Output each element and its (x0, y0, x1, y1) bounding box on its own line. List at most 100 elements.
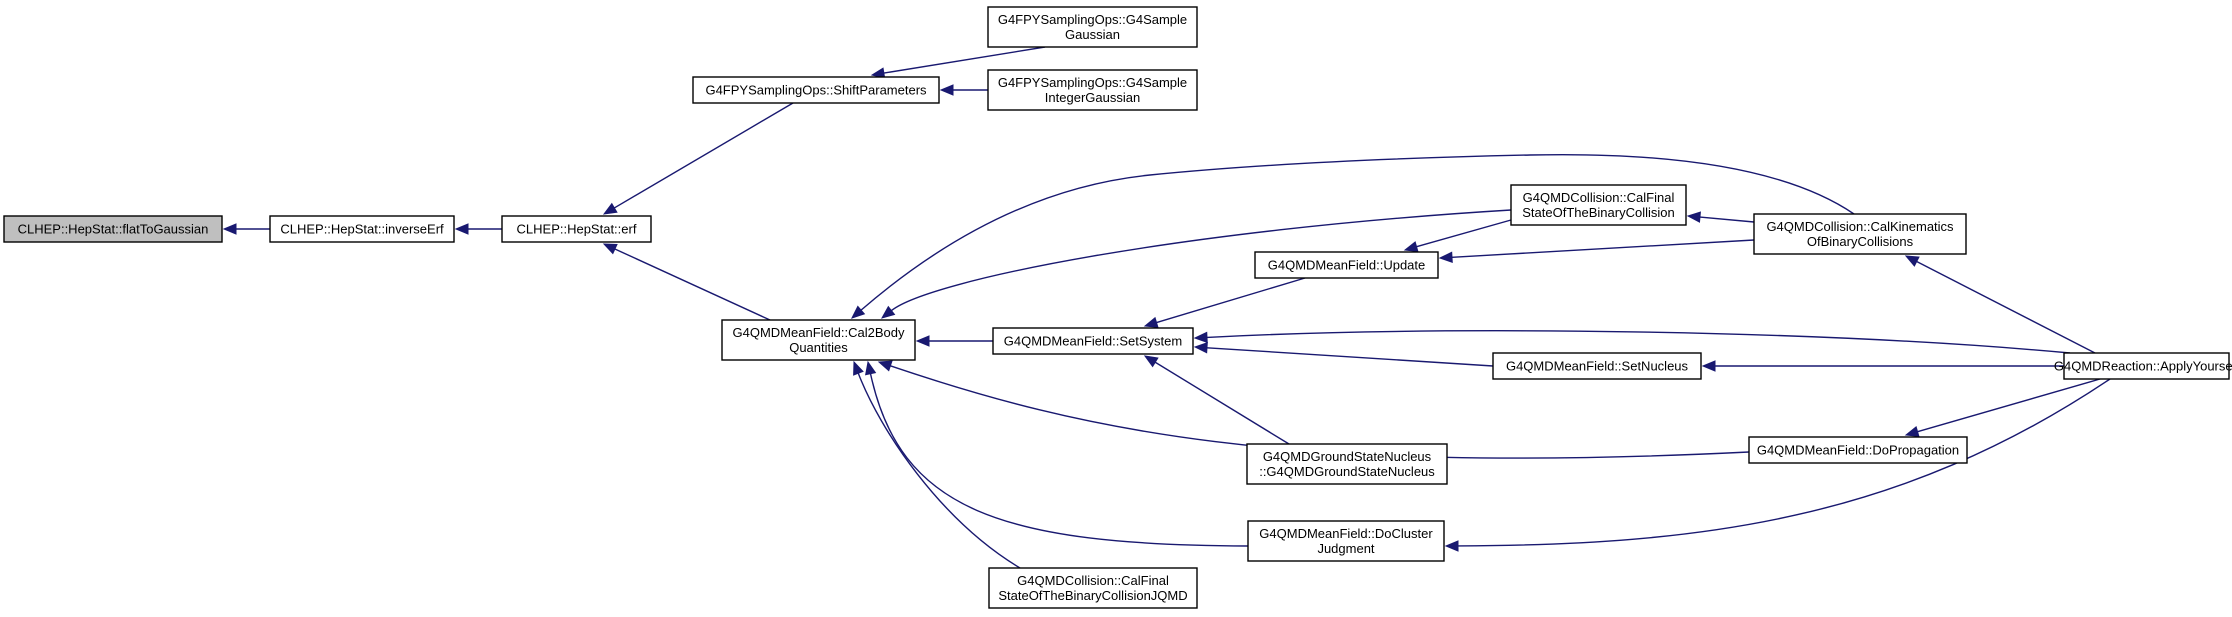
arrowhead-icon (602, 243, 618, 255)
node-box (987, 6, 1198, 48)
node-box (2063, 352, 2230, 380)
node-doPropagation[interactable]: G4QMDMeanField::DoPropagation (1748, 436, 1968, 464)
arrowhead-icon (1904, 426, 1920, 438)
node-label: ::G4QMDGroundStateNucleus (1259, 464, 1435, 479)
node-label: G4QMDMeanField::SetNucleus (1506, 359, 1689, 374)
edge-line (1916, 260, 2096, 354)
arrowhead-icon (1193, 331, 1208, 344)
node-setNucleus[interactable]: G4QMDMeanField::SetNucleus (1492, 352, 1702, 380)
node-calFinalState[interactable]: G4QMDCollision::CalFinalStateOfTheBinary… (1510, 184, 1687, 226)
node-label: G4FPYSamplingOps::ShiftParameters (705, 83, 927, 98)
node-label: G4QMDMeanField::SetSystem (1004, 334, 1182, 349)
edge-line (860, 153, 1855, 311)
node-label: G4QMDGroundStateNucleus (1263, 449, 1432, 464)
edge-line (614, 248, 771, 321)
node-label: G4FPYSamplingOps::G4Sample (998, 75, 1187, 90)
edge-applyYourself-to-setSystem (1193, 330, 2071, 354)
arrowhead-icon (602, 202, 618, 215)
edge-line (1154, 361, 1290, 445)
node-sampleIntegerGaussian[interactable]: G4FPYSamplingOps::G4SampleIntegerGaussia… (987, 69, 1198, 111)
node-box (1753, 213, 1967, 255)
node-label: G4QMDMeanField::Cal2Body (733, 325, 905, 340)
node-label: G4QMDCollision::CalFinal (1017, 573, 1169, 588)
edge-inverseErf-to-flatToGaussian (222, 223, 270, 235)
arrowhead-icon (222, 223, 237, 235)
edge-line (1416, 219, 1512, 248)
edge-applyYourself-to-doCluster (1444, 378, 2111, 552)
edge-line (1451, 239, 1755, 259)
node-inverseErf[interactable]: CLHEP::HepStat::inverseErf (269, 215, 455, 243)
arrowhead-icon (1686, 211, 1701, 223)
node-box (987, 69, 1198, 111)
node-box (3, 215, 223, 243)
edge-line (883, 46, 1046, 74)
edge-line (1206, 330, 2071, 354)
arrowhead-icon (1701, 360, 1716, 372)
arrowhead-icon (880, 305, 896, 319)
node-label: StateOfTheBinaryCollisionJQMD (998, 588, 1187, 603)
node-applyYourself[interactable]: G4QMDReaction::ApplyYourself (2054, 352, 2232, 380)
arrowhead-icon (1193, 342, 1208, 354)
node-label: CLHEP::HepStat::erf (517, 222, 637, 237)
arrowhead-icon (865, 360, 877, 376)
node-label: G4QMDCollision::CalFinal (1523, 190, 1675, 205)
edges-layer (222, 46, 2111, 569)
node-label: G4QMDMeanField::Update (1268, 258, 1426, 273)
node-label: OfBinaryCollisions (1807, 234, 1914, 249)
edge-shiftParameters-to-erf (602, 102, 794, 215)
edge-setNucleus-to-setSystem (1193, 342, 1494, 367)
edge-line (1206, 347, 1494, 367)
node-label: CLHEP::HepStat::flatToGaussian (18, 222, 209, 237)
node-label: Judgment (1317, 541, 1374, 556)
edge-line (1699, 216, 1755, 223)
arrowhead-icon (915, 335, 930, 347)
arrowhead-icon (1904, 255, 1920, 267)
arrowhead-icon (939, 84, 954, 96)
node-box (721, 319, 916, 361)
nodes-layer: CLHEP::HepStat::flatToGaussian CLHEP::Hep… (3, 6, 2232, 609)
node-calFinalStateJQMD[interactable]: G4QMDCollision::CalFinalStateOfTheBinary… (988, 567, 1198, 609)
node-box (1510, 184, 1687, 226)
edge-line (1457, 378, 2111, 547)
node-erf[interactable]: CLHEP::HepStat::erf (501, 215, 652, 243)
arrowhead-icon (454, 223, 469, 235)
edge-applyYourself-to-calKinematics (1904, 255, 2096, 354)
edge-sampleIntegerGaussian-to-shiftParameters (939, 84, 988, 96)
edge-line (869, 373, 1249, 547)
arrowhead-icon (1403, 241, 1419, 253)
node-label: Quantities (789, 340, 848, 355)
node-box (692, 76, 940, 104)
edge-line (890, 209, 1512, 312)
node-label: StateOfTheBinaryCollision (1522, 205, 1674, 220)
edge-doPropagation-to-cal2Body (877, 360, 1750, 459)
edge-calFinalState-to-cal2Body (880, 209, 1512, 319)
node-label: G4QMDMeanField::DoCluster (1259, 526, 1433, 541)
node-label: Gaussian (1065, 27, 1120, 42)
arrowhead-icon (853, 360, 864, 376)
node-box (992, 327, 1194, 355)
edge-calKinematics-to-calFinalState (1686, 211, 1755, 223)
edge-setSystem-to-cal2Body (915, 335, 993, 347)
node-box (1254, 251, 1439, 279)
node-label: IntegerGaussian (1045, 90, 1140, 105)
node-label: G4QMDMeanField::DoPropagation (1757, 443, 1959, 458)
node-calKinematics[interactable]: G4QMDCollision::CalKinematicsOfBinaryCol… (1753, 213, 1967, 255)
node-update[interactable]: G4QMDMeanField::Update (1254, 251, 1439, 279)
node-box (269, 215, 455, 243)
node-flatToGaussian[interactable]: CLHEP::HepStat::flatToGaussian (3, 215, 223, 243)
node-label: CLHEP::HepStat::inverseErf (280, 222, 444, 237)
edge-line (1917, 378, 2101, 433)
edge-groundState-to-setSystem (1143, 355, 1290, 445)
node-label: G4QMDCollision::CalKinematics (1766, 219, 1954, 234)
node-box (501, 215, 652, 243)
node-setSystem[interactable]: G4QMDMeanField::SetSystem (992, 327, 1194, 355)
edge-line (890, 365, 1750, 459)
edge-erf-to-inverseErf (454, 223, 502, 235)
node-shiftParameters[interactable]: G4FPYSamplingOps::ShiftParameters (692, 76, 940, 104)
node-groundState[interactable]: G4QMDGroundStateNucleus::G4QMDGroundStat… (1246, 443, 1448, 485)
edge-line (613, 102, 794, 209)
